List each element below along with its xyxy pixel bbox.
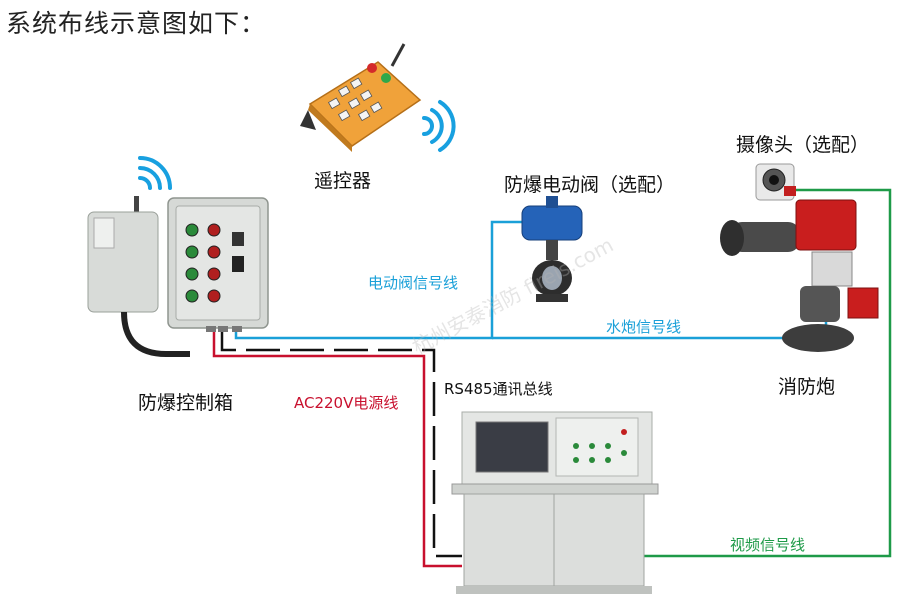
wifi-icon-box bbox=[138, 156, 172, 190]
control-box-label: 防爆控制箱 bbox=[138, 392, 234, 414]
valve-label: 防爆电动阀（选配） bbox=[504, 174, 676, 196]
power-line-label: AC220V电源线 bbox=[294, 394, 399, 412]
power-wire bbox=[212, 330, 462, 568]
cannon-label: 消防炮 bbox=[778, 376, 836, 398]
valve-signal-label: 电动阀信号线 bbox=[368, 274, 459, 292]
control-box-image bbox=[87, 196, 269, 357]
remote-label: 遥控器 bbox=[314, 170, 372, 192]
video-signal-label: 视频信号线 bbox=[730, 536, 806, 554]
rs485-wire bbox=[220, 330, 462, 558]
electric-valve-image bbox=[521, 196, 583, 302]
wifi-icon-remote bbox=[422, 100, 456, 152]
diagram-heading: 系统布线示意图如下： bbox=[6, 9, 267, 38]
video-wire bbox=[640, 188, 892, 558]
camera-label: 摄像头（选配） bbox=[736, 134, 870, 156]
remote-controller-image bbox=[300, 43, 422, 152]
cannon-signal-label: 水炮信号线 bbox=[606, 318, 682, 336]
fire-cannon-image bbox=[720, 199, 879, 352]
rs485-label: RS485通讯总线 bbox=[444, 380, 553, 398]
console-image bbox=[451, 411, 659, 594]
camera-image bbox=[755, 163, 796, 201]
